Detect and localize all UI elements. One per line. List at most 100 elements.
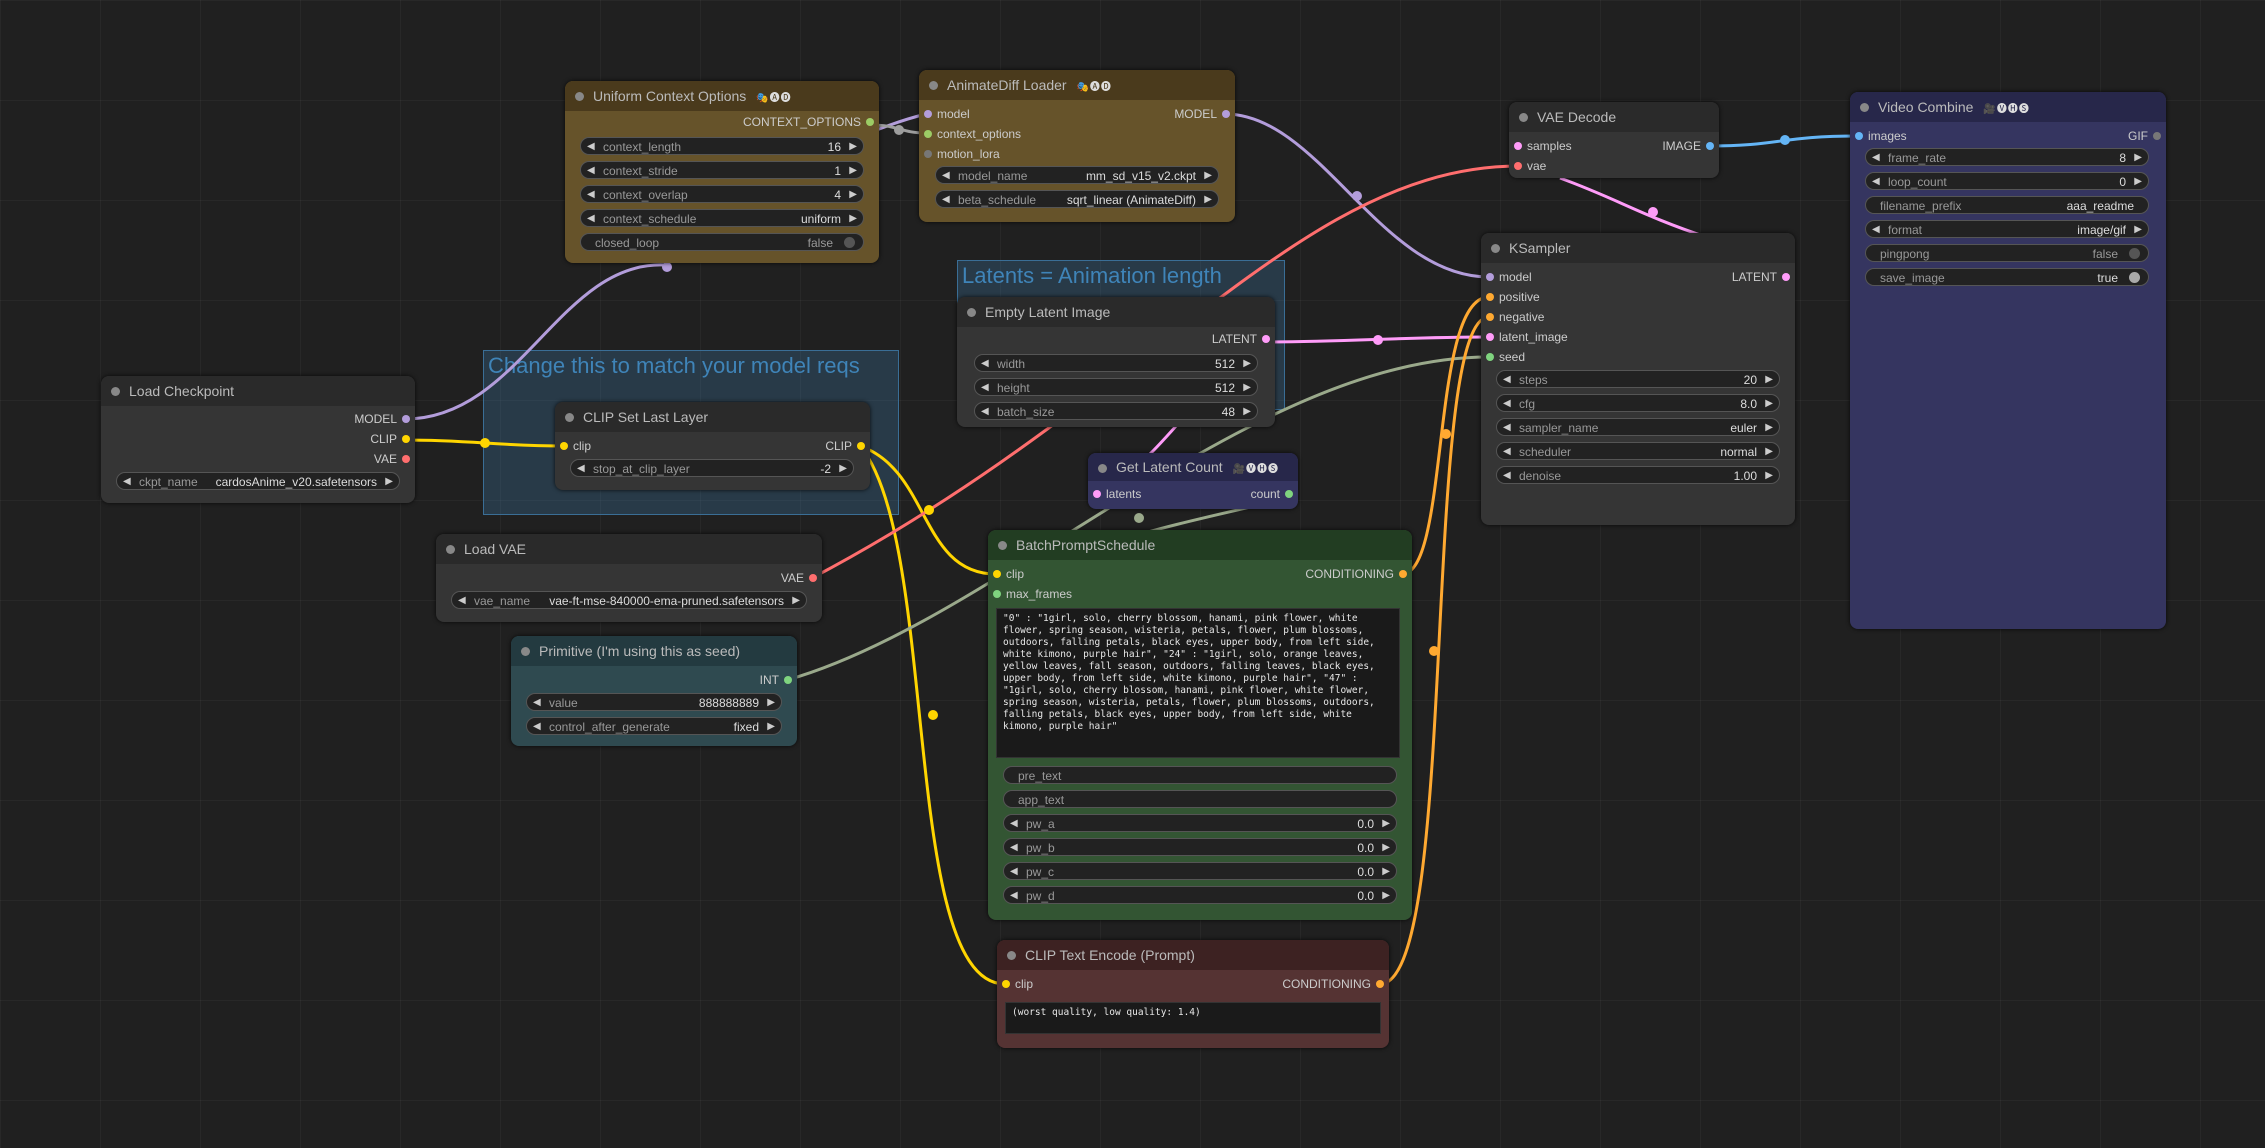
node-video-combine[interactable]: Video Combine 🎥🅥🅗🅢 images GIF ◀ frame_ra…	[1850, 92, 2166, 629]
decrement-arrow-icon[interactable]: ◀	[1872, 224, 1880, 235]
slot-connector-icon[interactable]	[924, 150, 932, 158]
slot-connector-icon[interactable]	[1486, 293, 1494, 301]
node-title[interactable]: Empty Latent Image	[957, 297, 1275, 327]
input-slot-latents[interactable]: latents	[1088, 485, 1141, 503]
select-control-after-generate[interactable]: ◀ control_after_generate fixed ▶	[526, 717, 782, 735]
collapse-dot-icon[interactable]	[929, 81, 938, 90]
decrement-arrow-icon[interactable]: ◀	[1010, 890, 1018, 901]
widget-cfg[interactable]: ◀ cfg 8.0 ▶	[1496, 394, 1780, 412]
widget-steps[interactable]: ◀ steps 20 ▶	[1496, 370, 1780, 388]
toggle-knob-icon[interactable]	[2129, 272, 2140, 283]
select-ckpt-name[interactable]: ◀ ckpt_name cardosAnime_v20.safetensors …	[116, 472, 400, 490]
widget-height[interactable]: ◀ height 512 ▶	[974, 378, 1258, 396]
increment-arrow-icon[interactable]: ▶	[767, 721, 775, 732]
widget-batch-size[interactable]: ◀ batch_size 48 ▶	[974, 402, 1258, 420]
increment-arrow-icon[interactable]: ▶	[1765, 446, 1773, 457]
widget-beta-schedule[interactable]: ◀ beta_schedule sqrt_linear (AnimateDiff…	[935, 190, 1219, 208]
increment-arrow-icon[interactable]: ▶	[849, 165, 857, 176]
slot-connector-icon[interactable]	[402, 455, 410, 463]
slot-connector-icon[interactable]	[402, 415, 410, 423]
toggle-knob-icon[interactable]	[2129, 248, 2140, 259]
collapse-dot-icon[interactable]	[1491, 244, 1500, 253]
output-slot-vae[interactable]: VAE	[781, 569, 822, 587]
slot-connector-icon[interactable]	[809, 574, 817, 582]
decrement-arrow-icon[interactable]: ◀	[1503, 398, 1511, 409]
decrement-arrow-icon[interactable]: ◀	[587, 213, 595, 224]
widget-pw-d[interactable]: ◀ pw_d 0.0 ▶	[1003, 886, 1397, 904]
increment-arrow-icon[interactable]: ▶	[839, 463, 847, 474]
node-clip-set-last-layer[interactable]: CLIP Set Last Layer clip CLIP ◀ stop_at_…	[555, 402, 870, 490]
node-title[interactable]: Video Combine 🎥🅥🅗🅢	[1850, 92, 2166, 122]
collapse-dot-icon[interactable]	[998, 541, 1007, 550]
output-slot-clip[interactable]: CLIP	[370, 430, 415, 448]
decrement-arrow-icon[interactable]: ◀	[1872, 152, 1880, 163]
increment-arrow-icon[interactable]: ▶	[1765, 398, 1773, 409]
toggle-pingpong[interactable]: pingpong false	[1865, 244, 2149, 262]
decrement-arrow-icon[interactable]: ◀	[1010, 818, 1018, 829]
increment-arrow-icon[interactable]: ▶	[1243, 406, 1251, 417]
input-slot-images[interactable]: images	[1850, 127, 1907, 145]
increment-arrow-icon[interactable]: ▶	[849, 213, 857, 224]
increment-arrow-icon[interactable]: ▶	[1765, 422, 1773, 433]
slot-connector-icon[interactable]	[1514, 142, 1522, 150]
widget-context-length[interactable]: ◀ context_length 16 ▶	[580, 137, 864, 155]
output-slot-latent[interactable]: LATENT	[1732, 268, 1795, 286]
slot-connector-icon[interactable]	[1262, 335, 1270, 343]
output-slot-model[interactable]: MODEL	[1174, 105, 1235, 123]
slot-connector-icon[interactable]	[1222, 110, 1230, 118]
increment-arrow-icon[interactable]: ▶	[1765, 470, 1773, 481]
decrement-arrow-icon[interactable]: ◀	[1010, 842, 1018, 853]
decrement-arrow-icon[interactable]: ◀	[587, 141, 595, 152]
collapse-dot-icon[interactable]	[1007, 951, 1016, 960]
collapse-dot-icon[interactable]	[967, 308, 976, 317]
increment-arrow-icon[interactable]: ▶	[2134, 176, 2142, 187]
increment-arrow-icon[interactable]: ▶	[2134, 224, 2142, 235]
node-batch-prompt-schedule[interactable]: BatchPromptSchedule clip CONDITIONING ma…	[988, 530, 1412, 920]
slot-connector-icon[interactable]	[993, 590, 1001, 598]
input-slot-clip[interactable]: clip	[988, 565, 1024, 583]
decrement-arrow-icon[interactable]: ◀	[1503, 446, 1511, 457]
decrement-arrow-icon[interactable]: ◀	[942, 170, 950, 181]
field-pre-text[interactable]: pre_text	[1003, 766, 1397, 784]
output-slot-clip[interactable]: CLIP	[825, 437, 870, 455]
negative-prompt-textarea[interactable]: (worst quality, low quality: 1.4)	[1005, 1002, 1381, 1034]
input-slot-max-frames[interactable]: max_frames	[988, 585, 1072, 603]
field-filename-prefix[interactable]: filename_prefix aaa_readme	[1865, 196, 2149, 214]
node-title[interactable]: KSampler	[1481, 233, 1795, 263]
node-clip-text-encode[interactable]: CLIP Text Encode (Prompt) clip CONDITION…	[997, 940, 1389, 1048]
increment-arrow-icon[interactable]: ▶	[1204, 170, 1212, 181]
widget-model-name[interactable]: ◀ model_name mm_sd_v15_v2.ckpt ▶	[935, 166, 1219, 184]
slot-connector-icon[interactable]	[1486, 353, 1494, 361]
node-title[interactable]: Load Checkpoint	[101, 376, 415, 406]
decrement-arrow-icon[interactable]: ◀	[1503, 422, 1511, 433]
widget-context-stride[interactable]: ◀ context_stride 1 ▶	[580, 161, 864, 179]
slot-connector-icon[interactable]	[924, 110, 932, 118]
increment-arrow-icon[interactable]: ▶	[849, 141, 857, 152]
input-slot-seed[interactable]: seed	[1481, 348, 1525, 366]
node-title[interactable]: Get Latent Count 🎥🅥🅗🅢	[1088, 453, 1298, 481]
increment-arrow-icon[interactable]: ▶	[1204, 194, 1212, 205]
slot-connector-icon[interactable]	[560, 442, 568, 450]
slot-connector-icon[interactable]	[924, 130, 932, 138]
output-slot-count[interactable]: count	[1251, 485, 1298, 503]
decrement-arrow-icon[interactable]: ◀	[587, 165, 595, 176]
collapse-dot-icon[interactable]	[1098, 464, 1107, 473]
widget-stop-at-clip-layer[interactable]: ◀ stop_at_clip_layer -2 ▶	[570, 459, 854, 477]
decrement-arrow-icon[interactable]: ◀	[577, 463, 585, 474]
increment-arrow-icon[interactable]: ▶	[1382, 842, 1390, 853]
increment-arrow-icon[interactable]: ▶	[849, 189, 857, 200]
slot-connector-icon[interactable]	[1399, 570, 1407, 578]
slot-connector-icon[interactable]	[993, 570, 1001, 578]
node-vae-decode[interactable]: VAE Decode samples IMAGE vae	[1509, 102, 1719, 178]
increment-arrow-icon[interactable]: ▶	[1765, 374, 1773, 385]
widget-context-schedule[interactable]: ◀ context_schedule uniform ▶	[580, 209, 864, 227]
widget-seed-value[interactable]: ◀ value 888888889 ▶	[526, 693, 782, 711]
widget-frame-rate[interactable]: ◀ frame_rate 8 ▶	[1865, 148, 2149, 166]
slot-connector-icon[interactable]	[857, 442, 865, 450]
node-title[interactable]: AnimateDiff Loader 🎭🅐🅓	[919, 70, 1235, 100]
slot-connector-icon[interactable]	[1376, 980, 1384, 988]
node-title[interactable]: Uniform Context Options 🎭🅐🅓	[565, 81, 879, 111]
node-title[interactable]: CLIP Set Last Layer	[555, 402, 870, 432]
widget-loop-count[interactable]: ◀ loop_count 0 ▶	[1865, 172, 2149, 190]
output-slot-int[interactable]: INT	[760, 671, 797, 689]
